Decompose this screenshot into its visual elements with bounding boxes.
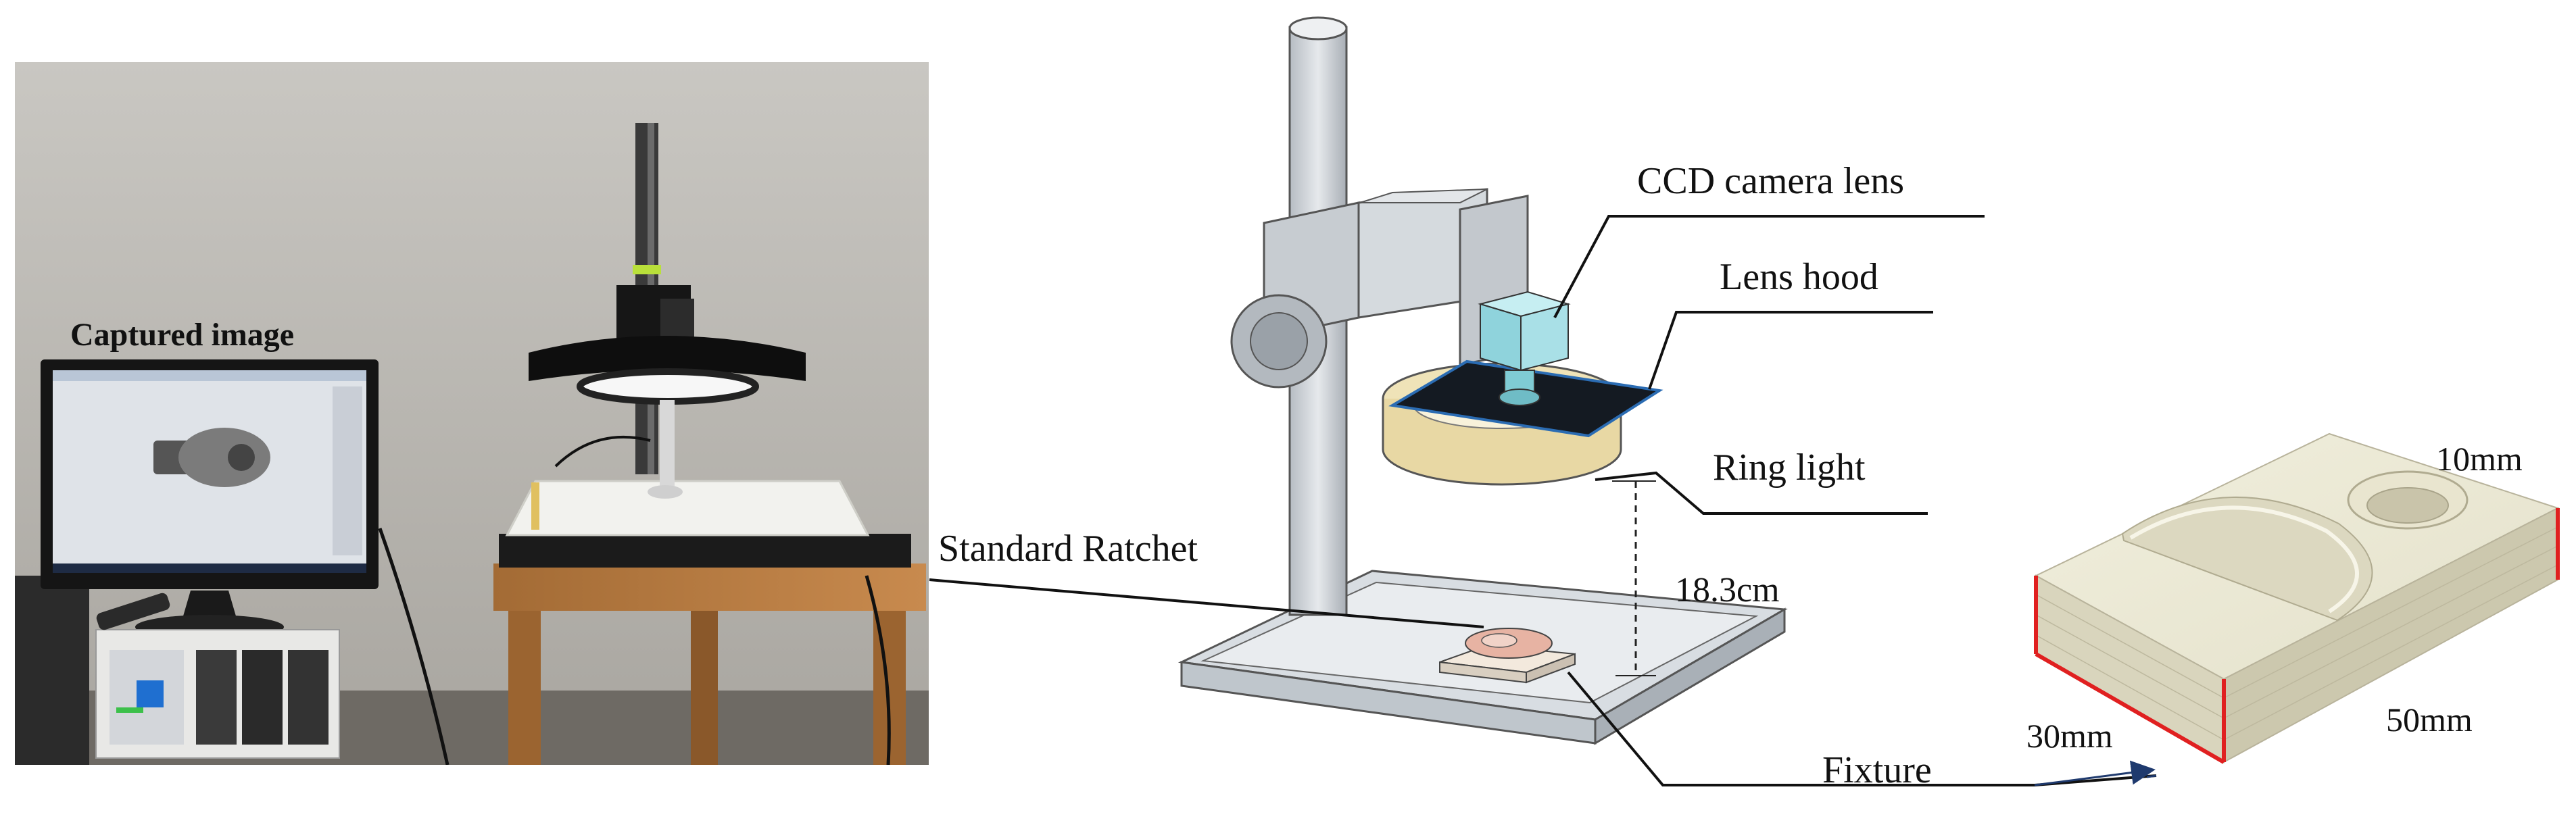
dimension-edges [2034, 508, 2560, 764]
length-dimension-label: 50mm [2386, 701, 2473, 738]
ring-light-label: Ring light [1713, 447, 1866, 488]
pxi-chassis [95, 629, 340, 759]
ccd-camera [1478, 291, 1571, 406]
standard-ratchet-label: Standard Ratchet [938, 528, 1198, 570]
captured-image-label: Captured image [70, 317, 295, 353]
distance-label: 18.3cm [1675, 571, 1780, 609]
fixture-label: Fixture [1822, 749, 1932, 791]
setup-photo: Captured image [15, 62, 929, 765]
stand-clamp [1230, 188, 1529, 389]
width-dimension-label: 30mm [2026, 717, 2113, 755]
fixture-model [2034, 432, 2560, 764]
monitor [41, 359, 379, 639]
leader-lines [929, 215, 2157, 786]
height-dimension-label: 10mm [2436, 440, 2523, 478]
fixture-on-stand [1439, 628, 1576, 684]
lens-hood-label: Lens hood [1720, 256, 1878, 298]
setup-photo-illustration [15, 62, 929, 765]
ccd-camera-lens-label: CCD camera lens [1637, 160, 1904, 202]
